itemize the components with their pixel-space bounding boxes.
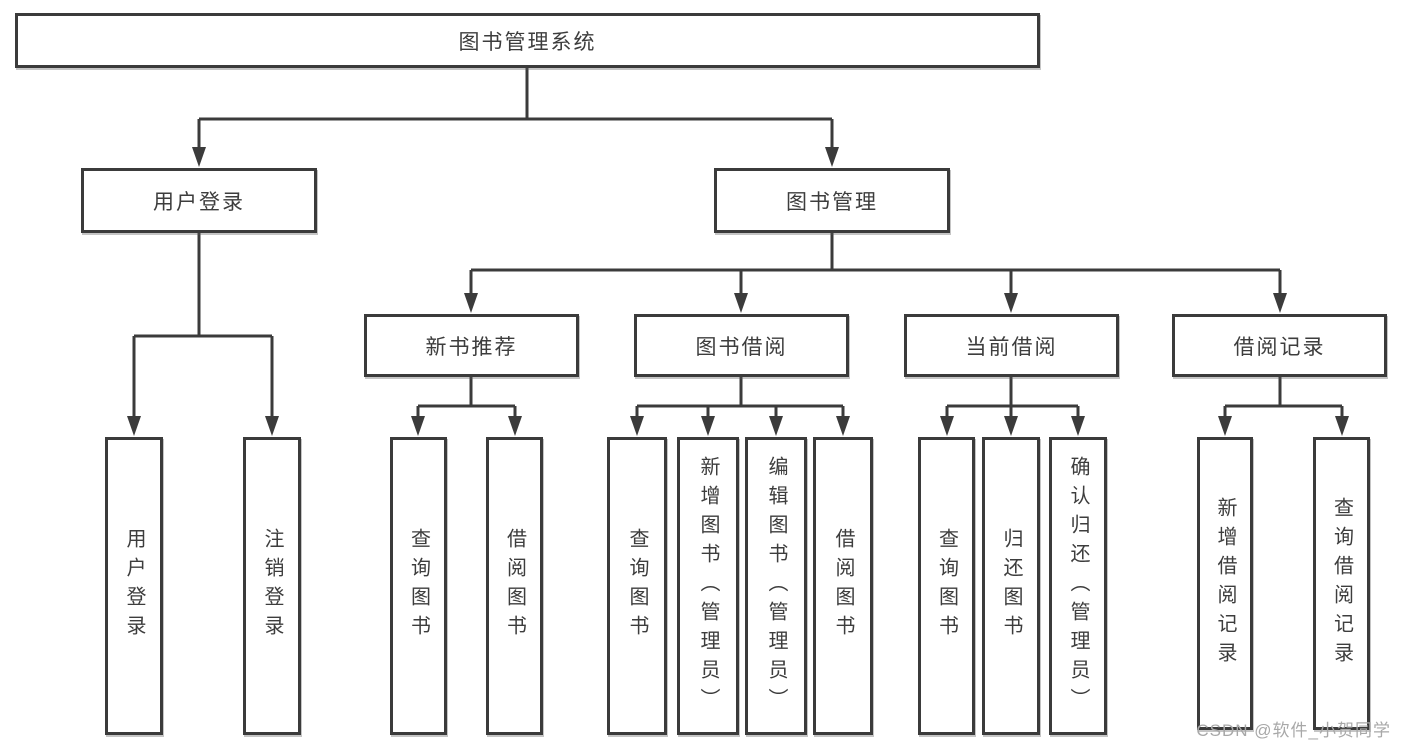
- arrowhead-down-icon: [1071, 416, 1085, 436]
- arrowhead-down-icon: [769, 416, 783, 436]
- connector-user-login-split: [127, 233, 279, 436]
- arrowhead-down-icon: [940, 416, 954, 436]
- arrowhead-down-icon: [265, 416, 279, 436]
- connector-current-borrow-split: [940, 377, 1085, 436]
- leaf-newrec-borrow-book: 借阅图书: [486, 437, 543, 735]
- leaf-user-login: 用户登录: [105, 437, 163, 735]
- connector-new-book-recommend-split: [411, 377, 522, 436]
- connector-book-management-split: [464, 233, 1287, 313]
- arrowhead-down-icon: [1273, 293, 1287, 313]
- arrowhead-down-icon: [1004, 416, 1018, 436]
- node-borrow-records: 借阅记录: [1172, 314, 1387, 377]
- arrowhead-down-icon: [1004, 293, 1018, 313]
- arrowhead-down-icon: [1335, 416, 1349, 436]
- leaf-br-query-record: 查询借阅记录: [1313, 437, 1370, 730]
- leaf-cb-return-book: 归还图书: [982, 437, 1040, 735]
- leaf-bb-add-book-admin: 新增图书（管理员）: [677, 437, 739, 735]
- leaf-br-add-record: 新增借阅记录: [1197, 437, 1253, 730]
- arrowhead-down-icon: [701, 416, 715, 436]
- connector-root-split: [192, 68, 839, 167]
- leaf-cb-confirm-return-admin: 确认归还（管理员）: [1049, 437, 1107, 735]
- arrowhead-down-icon: [464, 293, 478, 313]
- node-current-borrow: 当前借阅: [904, 314, 1119, 377]
- leaf-bb-edit-book-admin: 编辑图书（管理员）: [745, 437, 807, 735]
- arrowhead-down-icon: [508, 416, 522, 436]
- arrowhead-down-icon: [1218, 416, 1232, 436]
- leaf-newrec-query-book: 查询图书: [390, 437, 447, 735]
- csdn-watermark: CSDN @软件_小贺同学: [1196, 721, 1391, 740]
- arrowhead-down-icon: [192, 147, 206, 167]
- connector-borrow-records-split: [1218, 377, 1349, 436]
- arrowhead-down-icon: [127, 416, 141, 436]
- leaf-logout: 注销登录: [243, 437, 301, 735]
- connector-book-borrow-split: [630, 377, 850, 436]
- arrowhead-down-icon: [630, 416, 644, 436]
- arrowhead-down-icon: [825, 147, 839, 167]
- arrowhead-down-icon: [734, 293, 748, 313]
- node-user-login: 用户登录: [81, 168, 317, 233]
- node-book-borrow: 图书借阅: [634, 314, 849, 377]
- node-new-book-recommend: 新书推荐: [364, 314, 579, 377]
- arrowhead-down-icon: [836, 416, 850, 436]
- arrowhead-down-icon: [411, 416, 425, 436]
- leaf-bb-query-book: 查询图书: [607, 437, 667, 735]
- node-root: 图书管理系统: [15, 13, 1040, 68]
- leaf-bb-borrow-book: 借阅图书: [813, 437, 873, 735]
- leaf-cb-query-book: 查询图书: [918, 437, 975, 735]
- node-book-management: 图书管理: [714, 168, 950, 233]
